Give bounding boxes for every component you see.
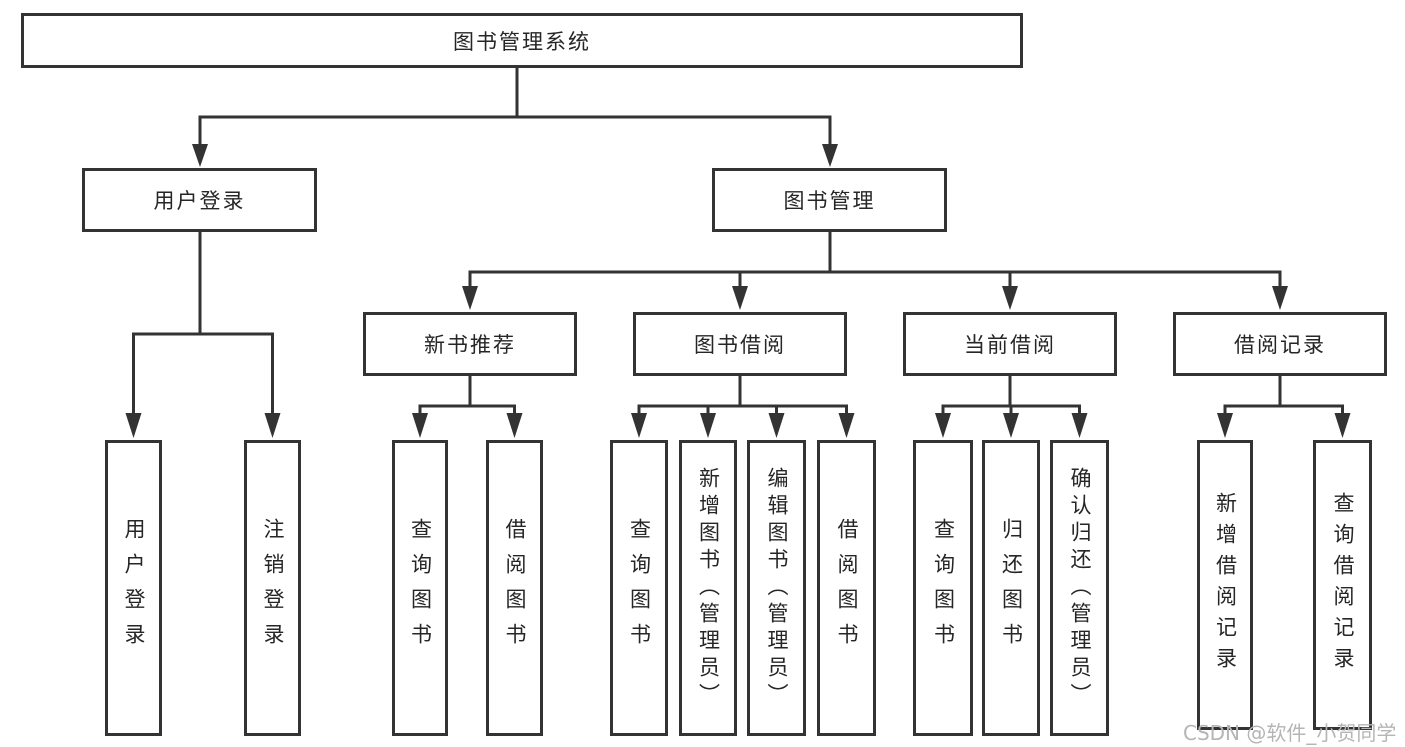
node-book-mgmt: 图书管理: [712, 168, 947, 232]
leaf-borrow-book-rec-label: 借阅图书: [503, 518, 527, 658]
node-book-mgmt-label: 图书管理: [783, 189, 876, 213]
connector-book-mgmt-to-level3: [462, 230, 1288, 310]
leaf-query-book-current-label: 查询图书: [931, 518, 956, 658]
leaf-add-book-admin-label: 新增图书（管理员）: [696, 466, 721, 710]
node-borrow-record-label: 借阅记录: [1234, 333, 1326, 357]
leaf-add-book-admin: 新增图书（管理员）: [679, 440, 737, 736]
connector-book-borrow-to-leaves: [631, 374, 855, 438]
leaf-query-book-borrow: 查询图书: [610, 440, 668, 736]
leaf-confirm-return-admin: 确认归还（管理员）: [1050, 440, 1109, 736]
leaf-add-borrow-record-label: 新增借阅记录: [1213, 492, 1238, 678]
leaf-query-book-current: 查询图书: [913, 440, 973, 736]
connector-new-book-rec-to-leaves: [412, 374, 523, 438]
leaf-query-borrow-record-label: 查询借阅记录: [1331, 492, 1355, 678]
leaf-return-book: 归还图书: [982, 440, 1040, 736]
leaf-edit-book-admin-label: 编辑图书（管理员）: [765, 466, 789, 710]
node-new-book-rec-label: 新书推荐: [424, 333, 516, 357]
leaf-query-book-borrow-label: 查询图书: [627, 518, 652, 658]
leaf-logout-label: 注销登录: [261, 518, 285, 658]
leaf-borrow-book-rec: 借阅图书: [486, 440, 543, 736]
node-book-borrow-label: 图书借阅: [694, 333, 786, 357]
leaf-query-book-rec: 查询图书: [392, 440, 448, 736]
leaf-borrow-book: 借阅图书: [817, 440, 876, 736]
node-root: 图书管理系统: [21, 13, 1023, 68]
leaf-borrow-book-label: 借阅图书: [835, 518, 859, 658]
connector-current-borrow-to-leaves: [935, 374, 1088, 438]
leaf-logout: 注销登录: [244, 440, 301, 736]
node-user-login: 用户登录: [82, 168, 317, 232]
leaf-add-borrow-record: 新增借阅记录: [1197, 440, 1253, 730]
connector-user-login-to-leaves: [125, 230, 281, 438]
leaf-query-book-rec-label: 查询图书: [408, 518, 433, 658]
node-root-label: 图书管理系统: [453, 29, 591, 54]
leaf-query-borrow-record: 查询借阅记录: [1313, 440, 1372, 730]
leaf-edit-book-admin: 编辑图书（管理员）: [747, 440, 806, 736]
node-user-login-label: 用户登录: [153, 189, 246, 213]
connector-borrow-record-to-leaves: [1217, 374, 1351, 438]
csdn-watermark: CSDN @软件_小贺同学: [1183, 721, 1397, 745]
node-book-borrow: 图书借阅: [633, 312, 847, 376]
connector-root-to-level2: [192, 66, 838, 167]
leaf-user-login: 用户登录: [105, 440, 162, 736]
leaf-user-login-label: 用户登录: [122, 518, 146, 658]
leaf-confirm-return-admin-label: 确认归还（管理员）: [1068, 466, 1092, 710]
node-current-borrow-label: 当前借阅: [964, 333, 1056, 357]
leaf-return-book-label: 归还图书: [999, 518, 1024, 658]
node-borrow-record: 借阅记录: [1173, 312, 1387, 376]
node-current-borrow: 当前借阅: [903, 312, 1117, 376]
node-new-book-rec: 新书推荐: [363, 312, 577, 376]
